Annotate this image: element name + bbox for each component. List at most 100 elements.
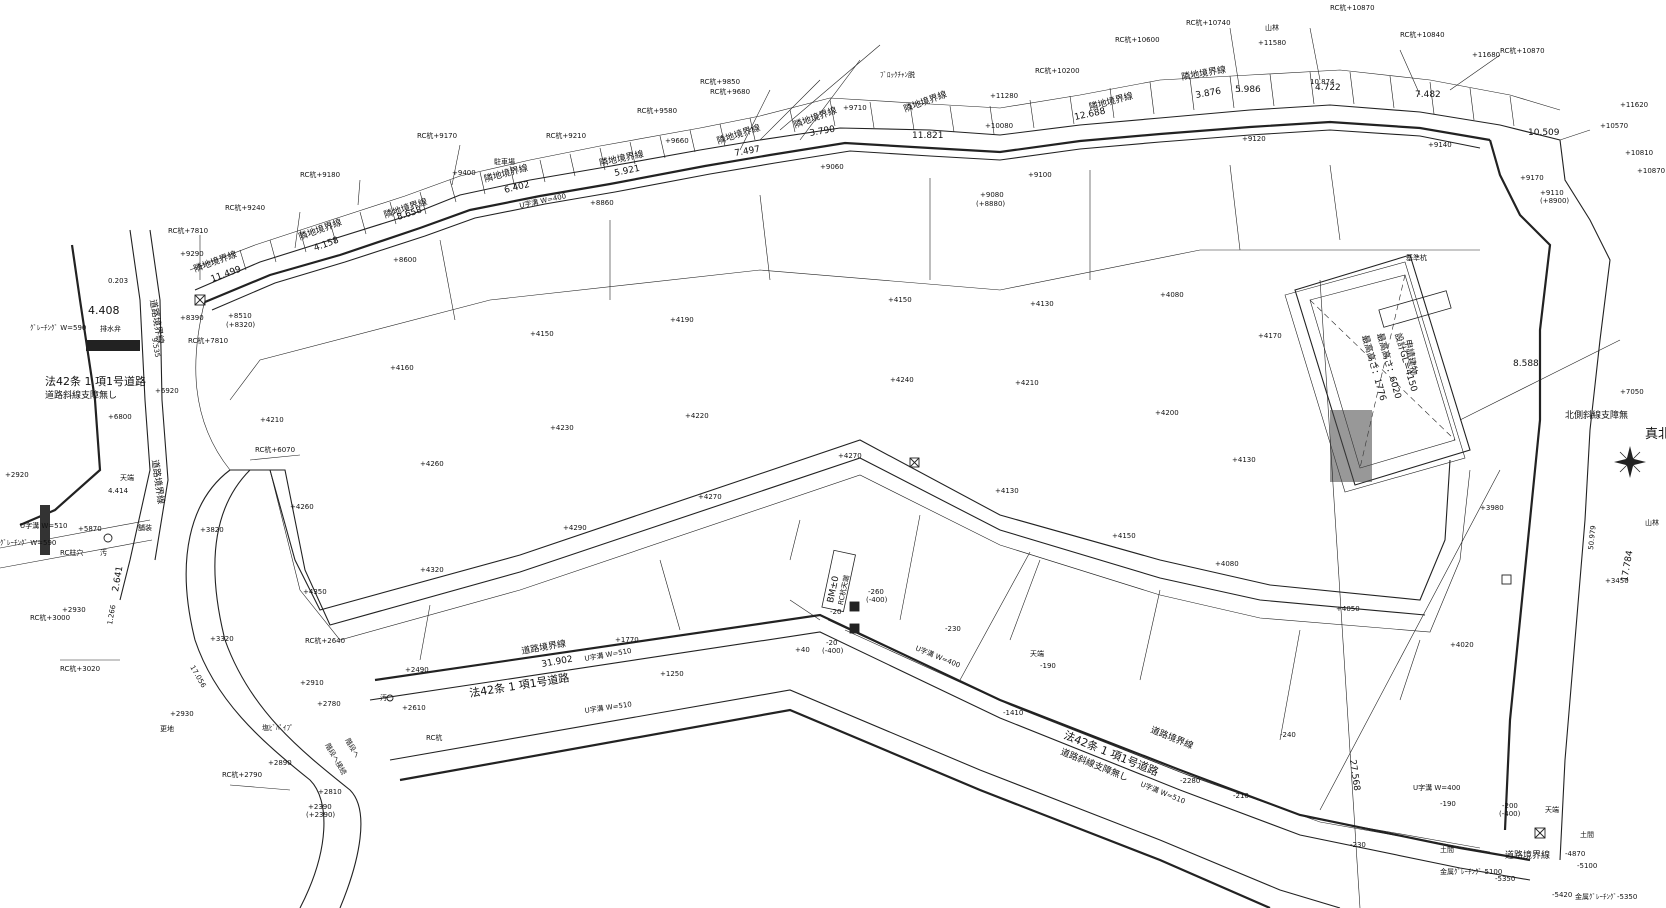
elev-n5100: -5100 (1577, 862, 1597, 870)
elev-n400b: (-400) (822, 647, 844, 655)
elev-2810: +2810 (318, 788, 342, 796)
label-rinchi10: 隣地境界線 (1180, 63, 1226, 83)
elev-4320: +4320 (420, 566, 444, 574)
dim-0203: 0.203 (108, 277, 128, 285)
dim-7497: 7.497 (734, 145, 761, 159)
elev-n200: -200 (1502, 802, 1518, 810)
elev-n400c: (-400) (1499, 810, 1521, 818)
label-rc-10740: RC杭+10740 (1186, 18, 1231, 27)
dim-4408: 4.408 (88, 304, 120, 317)
elev-4020: +4020 (1450, 641, 1474, 649)
elev-n400: (-400) (866, 596, 888, 604)
elev-11620: +11620 (1620, 101, 1648, 109)
label-hosou: 舗装 (138, 523, 152, 532)
elev-2930b: +2930 (170, 710, 194, 718)
elev-8510: +8510 (228, 312, 252, 320)
elev-n5420: -5420 (1552, 891, 1572, 899)
elev-4210b: +4210 (260, 416, 284, 424)
label-u400a: U字溝 W=400 (519, 191, 567, 210)
elev-4150c: +4150 (1112, 532, 1136, 540)
elev-n5350: -5350 (1495, 875, 1515, 883)
elev-9100: +9100 (1028, 171, 1052, 179)
elev-9170: +9170 (1520, 174, 1544, 182)
elev-n260: -260 (868, 588, 884, 596)
label-kijun: 基準杭 (1406, 253, 1427, 262)
label-rc-9580: RC杭+9580 (637, 106, 677, 115)
elev-40: +40 (795, 646, 810, 654)
elev-11280: +11280 (990, 92, 1018, 100)
elev-2390b: (+2390) (306, 811, 335, 819)
dim-10509: 10.509 (1528, 128, 1560, 138)
elev-4170: +4170 (1258, 332, 1282, 340)
label-rc-9680: RC杭+9680 (710, 87, 750, 96)
label-shinboku: 真北 (1645, 427, 1666, 442)
dim-11821: 11.821 (912, 131, 944, 141)
labels: RC杭+9850 RC杭+9580 RC杭+9680 RC杭+9170 RC杭+… (0, 3, 1666, 901)
elev-n190: -190 (1040, 662, 1056, 670)
elev-9140: +9140 (1428, 141, 1452, 149)
elev-4160: +4160 (390, 364, 414, 372)
label-graitin: ｸﾞﾚｰﾁﾝｸﾞ W=590 (30, 324, 86, 332)
dim-1266: 1.266 (106, 604, 117, 626)
elev-3980: +3980 (1480, 504, 1504, 512)
label-rc-6070: RC杭+6070 (255, 445, 295, 454)
dim-10874: 10.874 (1310, 78, 1335, 86)
dim-3790: 3.790 (809, 125, 836, 139)
label-u510c: U字溝 W=510 (584, 699, 632, 715)
label-rc-10870a: RC杭+10870 (1330, 3, 1375, 12)
elev-4150b: +4150 (888, 296, 912, 304)
elev-6800: +6800 (108, 413, 132, 421)
label-north-shasen: 北側斜線支障無 (1565, 409, 1628, 421)
label-u510a: U字溝 W=510 (20, 521, 68, 530)
dim-4722: 4.722 (1315, 83, 1341, 93)
dim-31902: 31.902 (541, 655, 574, 670)
elev-4220: +4220 (685, 412, 709, 420)
label-douro5: 道路境界線 (1505, 849, 1550, 861)
label-kinzoku1: 金属ｸﾞﾚｰﾁﾝｸﾞ-5100 (1440, 867, 1502, 876)
label-parking: 駐車場 (494, 157, 515, 166)
elev-4080: +4080 (1160, 291, 1184, 299)
elev-n20: -20 (830, 608, 841, 616)
elev-9120: +9120 (1242, 135, 1266, 143)
dim-5986: 5.986 (1235, 85, 1261, 95)
label-tenba2: 天端 (120, 473, 134, 482)
elev-4050: +4050 (1336, 605, 1360, 613)
elev-4210a: +4210 (1015, 379, 1039, 387)
elev-8600: +8600 (393, 256, 417, 264)
elev-2780: +2780 (317, 700, 341, 708)
elev-2930a: +2930 (62, 606, 86, 614)
elev-9060: +9060 (820, 163, 844, 171)
elev-11580: +11580 (1258, 39, 1286, 47)
label-graitin2: ｸﾞﾚｰﾁﾝｸﾞ W=590 (0, 539, 56, 547)
label-rinchi8: 隣地境界線 (902, 88, 948, 115)
elev-2890: +2890 (268, 759, 292, 767)
dim-2641: 2.641 (111, 565, 125, 592)
elev-9110: +9110 (1540, 189, 1564, 197)
label-rc-9180: RC杭+9180 (300, 170, 340, 179)
dim-27568: 27.568 (1347, 759, 1361, 792)
elev-3820: +3820 (200, 526, 224, 534)
label-sara: 更地 (160, 724, 174, 733)
elev-4350: +4350 (303, 588, 327, 596)
elev-4260a: +4260 (420, 460, 444, 468)
elev-4230: +4230 (550, 424, 574, 432)
label-block: ﾌﾞﾛｯｸﾁｬﾝ脱 (880, 70, 915, 79)
elev-4240: +4240 (890, 376, 914, 384)
elev-11680: +11680 (1472, 51, 1500, 59)
elev-3320: +3320 (210, 635, 234, 643)
label-pipe: 塩ﾋﾞﾊﾟｲﾌﾟ (262, 723, 294, 732)
elev-9290: +9290 (180, 250, 204, 258)
label-rc-chushin: RC柱穴 (60, 548, 83, 557)
elev-5870: +5870 (78, 525, 102, 533)
dim-9535: 9.535 (150, 337, 161, 358)
elev-n20b: -20 (826, 639, 837, 647)
elev-4200: +4200 (1155, 409, 1179, 417)
elev-4130b: +4130 (1232, 456, 1256, 464)
elev-n4870: -4870 (1565, 850, 1585, 858)
label-kou: 汚 (380, 694, 387, 702)
elev-4270a: +4270 (838, 452, 862, 460)
dim-6402: 6.402 (503, 180, 530, 196)
elev-4260b: +4260 (290, 503, 314, 511)
label-u400c: U字溝 W=400 (1413, 783, 1461, 792)
